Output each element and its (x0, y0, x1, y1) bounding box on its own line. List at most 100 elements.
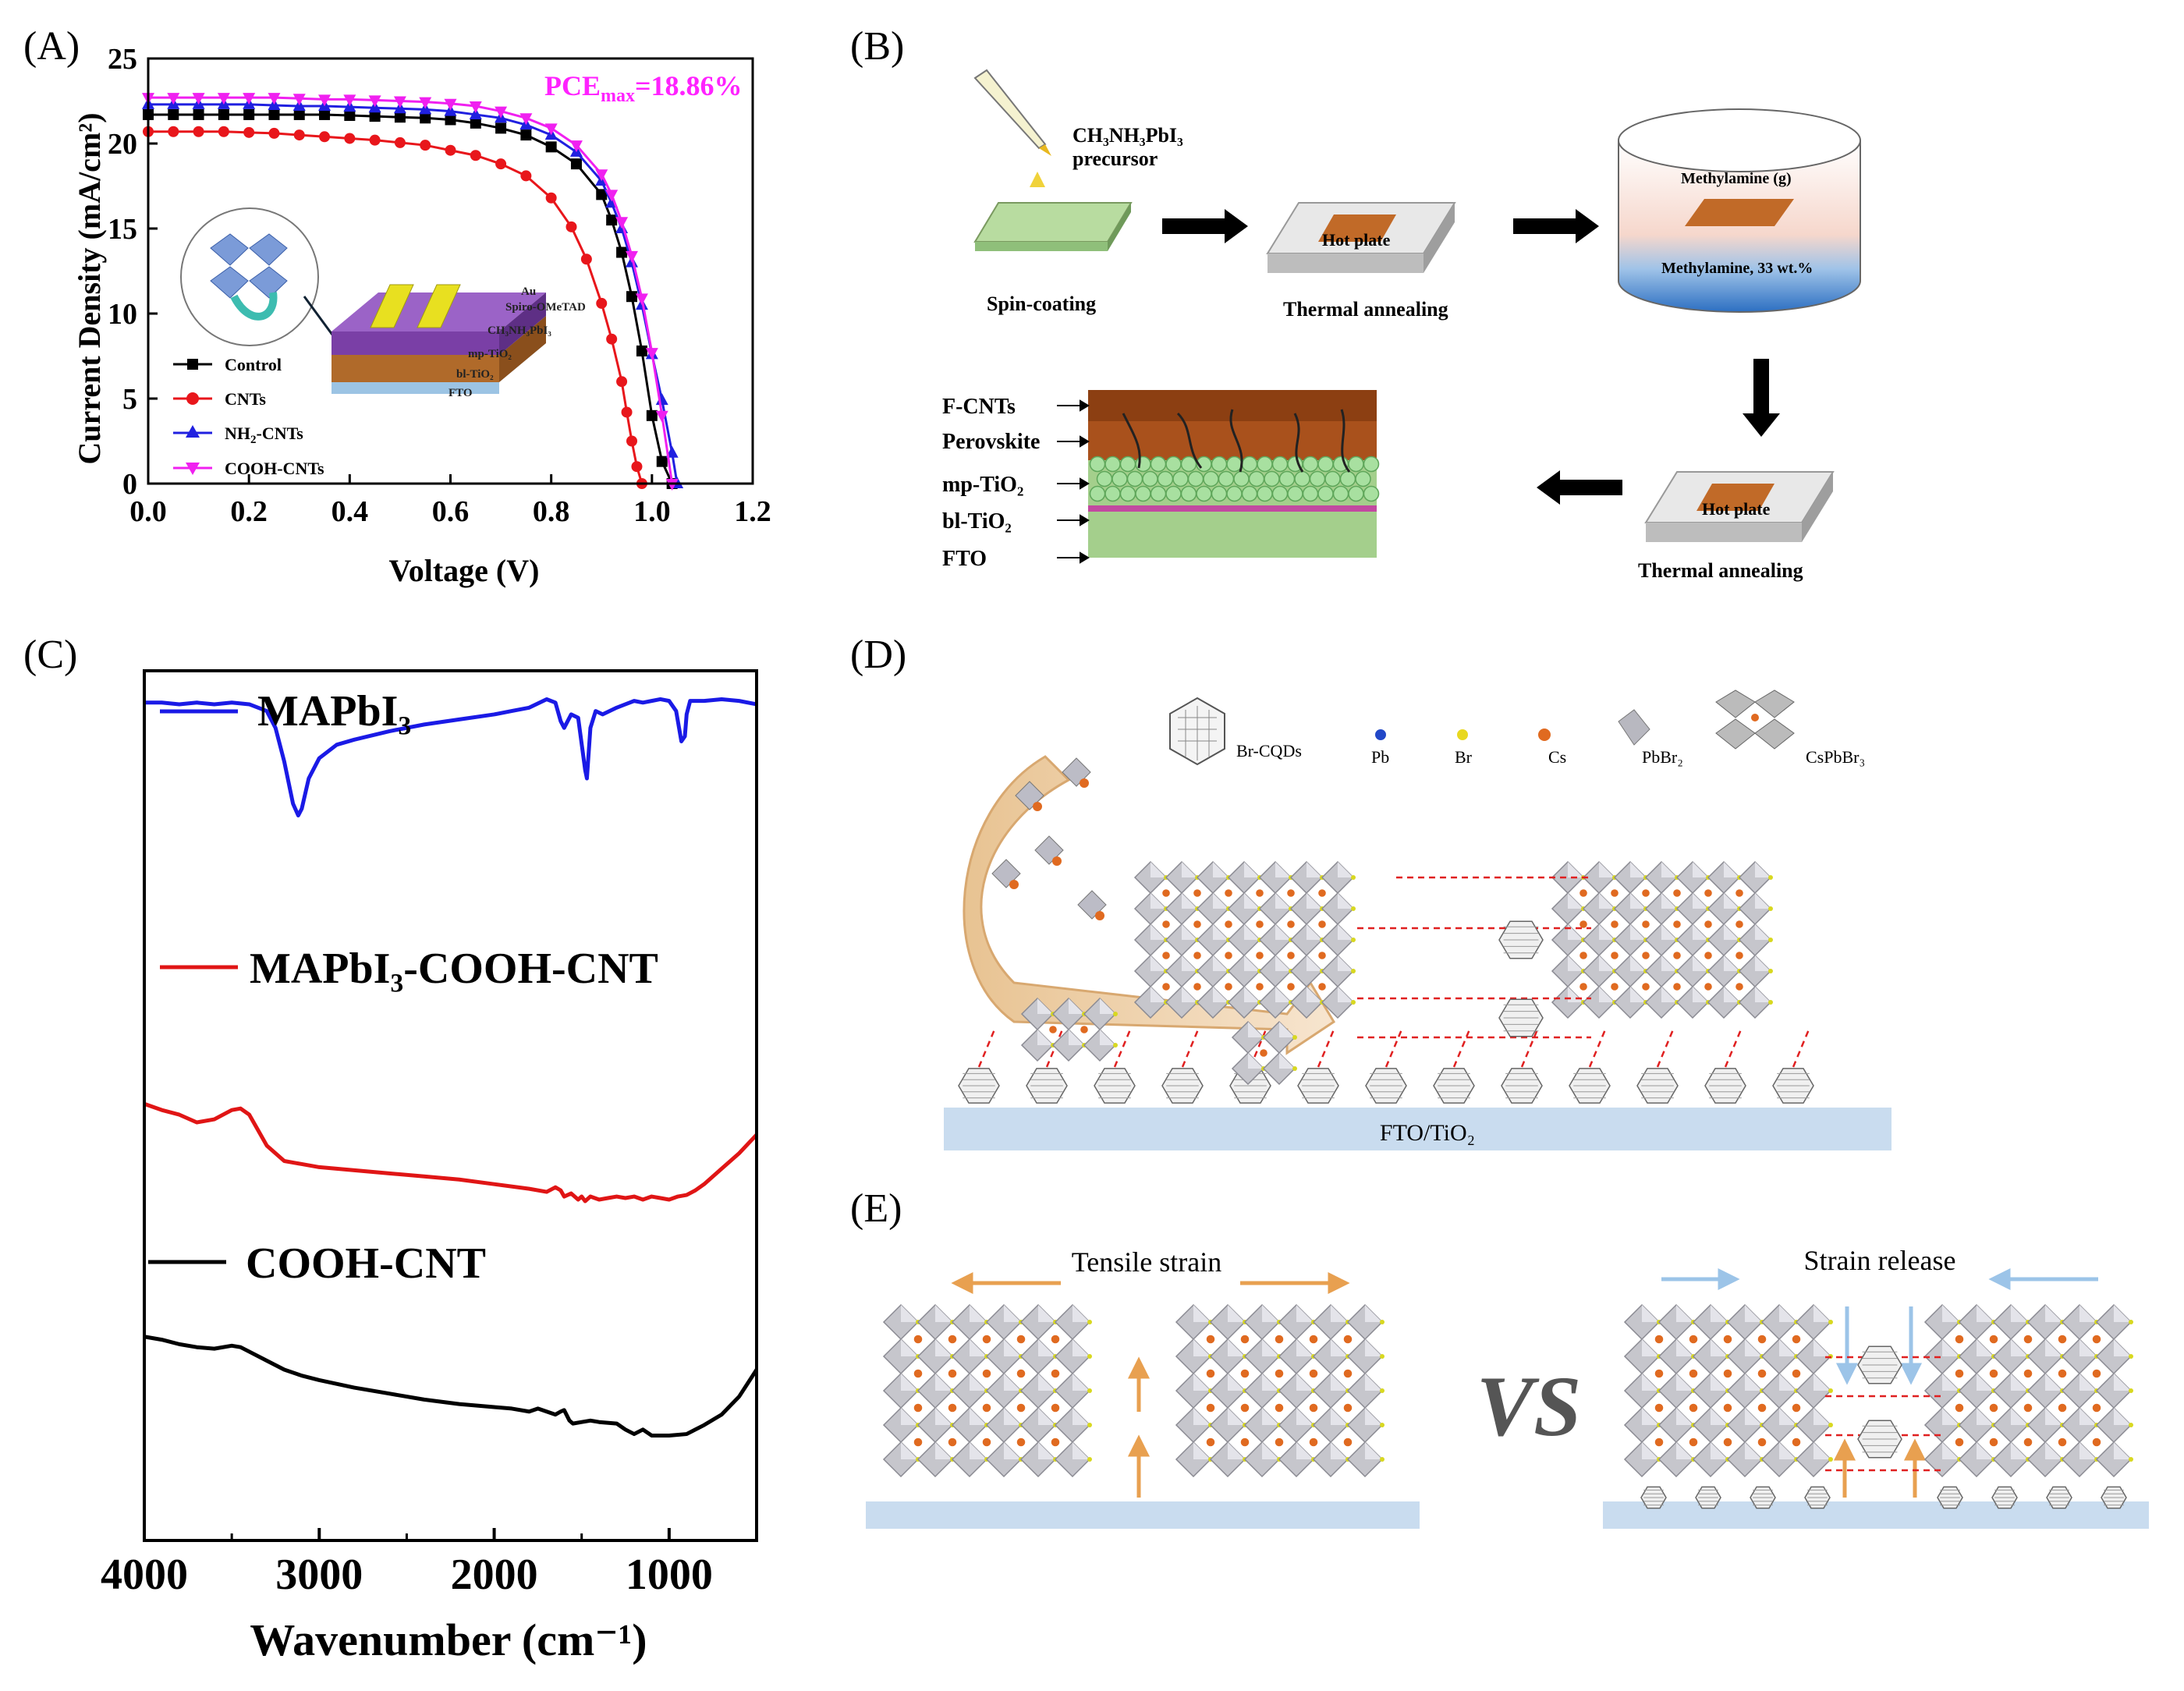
svg-text:MAPbI₃-COOH-CNT: MAPbI₃-COOH-CNT (250, 945, 658, 993)
legend-br-cqds-icon (1169, 697, 1225, 766)
jv-point-cooh-cnts (519, 113, 533, 126)
tensile-arrows (951, 1271, 1350, 1498)
jv-x-axis-label: Voltage (V) (389, 553, 540, 588)
legend-cnts: CNTs (173, 389, 266, 409)
ftir-x-axis-label: Wavenumber (cm⁻¹) (250, 1615, 647, 1665)
svg-text:PbBr₂: PbBr₂ (1642, 747, 1683, 767)
inset-label-fto: FTO (448, 387, 473, 399)
strain-release-title: Strain release (1804, 1245, 1956, 1276)
jv-point-cnts (420, 140, 431, 151)
jv-y-axis-label: Current Density (mA/cm²) (72, 112, 107, 464)
jv-point-cnts (495, 158, 507, 170)
jv-point-cnts (293, 129, 305, 141)
jv-point-cnts (394, 136, 406, 148)
jv-point-control (470, 117, 481, 129)
legend-cooh-cnt: COOH-CNT (148, 1239, 486, 1288)
methylamine-gas-label: Methylamine (g) (1681, 170, 1792, 187)
spin-coating-label: Spin-coating (987, 292, 1096, 315)
jv-point-cooh-cnts (393, 96, 406, 108)
jv-point-control (193, 108, 204, 120)
ftir-plot-area (144, 697, 759, 1438)
jv-point-cooh-cnts (605, 190, 619, 202)
jv-point-cnts (621, 406, 633, 418)
jv-point-cooh-cnts (268, 93, 281, 105)
methylamine-solution-label: Methylamine, 33 wt.% (1661, 260, 1813, 277)
jv-point-control (369, 111, 381, 122)
hot-plate-1 (1266, 202, 1456, 273)
d-legend: Br-CQDs Pb Br Cs PbBr₂ CsPbBr₃ (1169, 690, 1865, 767)
jv-point-cooh-cnts (167, 93, 180, 105)
hot-plate-2-label: Hot plate (1702, 499, 1771, 519)
svg-text:MAPbI₃: MAPbI₃ (257, 687, 411, 736)
substrate-green (973, 202, 1133, 251)
ftir-line-mapbi3 (144, 697, 757, 818)
jv-point-control (656, 456, 668, 467)
svg-text:mp-TiO₂: mp-TiO₂ (942, 473, 1023, 497)
substrate-cqds (958, 1029, 1814, 1104)
jv-point-nh2-cnts (469, 107, 482, 119)
jv-point-control (570, 158, 582, 170)
svg-text:bl-TiO₂: bl-TiO₂ (942, 509, 1012, 534)
inset-label-bl-tio2: bl-TiO₂ (456, 368, 494, 381)
jv-point-cnts (168, 126, 179, 137)
jv-y-tick-label: 25 (108, 43, 137, 76)
release-up-arrows (1833, 1438, 1927, 1498)
jv-point-control (646, 409, 658, 421)
ftir-line-cooh-cnt (144, 1335, 759, 1438)
panel-label-e: (E) (850, 1186, 902, 1231)
hot-plate-2 (1644, 471, 1835, 542)
jv-point-cnts (596, 297, 608, 309)
svg-text:CNTs: CNTs (225, 389, 266, 409)
legend-pb-icon (1375, 729, 1386, 740)
jv-x-tick-label: 1.2 (734, 495, 771, 528)
pipette-icon (973, 69, 1051, 187)
svg-text:CsPbBr₃: CsPbBr₃ (1806, 747, 1865, 767)
ftir-x-tick-label: 1000 (626, 1551, 713, 1599)
jv-line-cooh-cnts (148, 96, 674, 484)
jv-point-cnts (344, 133, 356, 144)
jv-point-cooh-cnts (595, 169, 608, 182)
vs-text: VS (1477, 1359, 1582, 1454)
jv-point-control (636, 345, 647, 356)
svg-text:Perovskite: Perovskite (942, 430, 1040, 454)
jv-point-control (168, 108, 179, 120)
jv-point-control (520, 129, 532, 141)
jv-point-cnts (580, 253, 592, 265)
jv-point-control (293, 108, 305, 120)
ftir-legend: MAPbI₃ MAPbI₃-COOH-CNT COOH-CNT (148, 687, 658, 1288)
arrow-4 (1537, 470, 1622, 505)
jv-point-cnts (616, 376, 628, 388)
jv-y-tick-label: 10 (108, 298, 137, 331)
jv-point-control (626, 291, 637, 303)
legend-cs-icon (1538, 729, 1551, 741)
jv-point-cnts (243, 126, 255, 138)
jv-point-control (243, 108, 255, 120)
jv-point-control (319, 108, 331, 120)
jv-point-cnts (445, 144, 456, 156)
annealing-1-label: Thermal annealing (1283, 298, 1448, 321)
release-arrows (1661, 1267, 2098, 1385)
substrate-label: FTO/TiO₂ (1380, 1120, 1475, 1146)
panel-label-b: (B) (850, 24, 905, 69)
jv-point-control (545, 141, 557, 153)
svg-text:NH2-CNTs: NH2-CNTs (225, 424, 303, 446)
jv-y-tick-label: 20 (108, 128, 137, 161)
jv-point-control (596, 189, 608, 200)
jv-point-control (445, 114, 456, 126)
jv-legend: Control CNTs NH2-CNTs COOH-CNTs (173, 355, 324, 478)
jv-point-cnts (545, 192, 557, 204)
device-inset: Au Spiro-OMeTAD CH₃NH₃PbI₃ mp-TiO₂ bl-Ti… (180, 207, 586, 399)
inset-label-au: Au (521, 285, 536, 298)
ftir-x-tick-label: 2000 (451, 1551, 538, 1599)
strain-crystals (882, 1303, 2133, 1509)
jv-x-tick-label: 0.0 (129, 495, 167, 528)
jv-point-cnts (470, 150, 481, 161)
legend-cspbbr3-icon (1715, 690, 1795, 750)
jv-point-control (616, 246, 628, 258)
methylamine-container (1618, 108, 1861, 313)
svg-text:COOH-CNTs: COOH-CNTs (225, 459, 324, 478)
device-layer-stack (1088, 390, 1380, 558)
